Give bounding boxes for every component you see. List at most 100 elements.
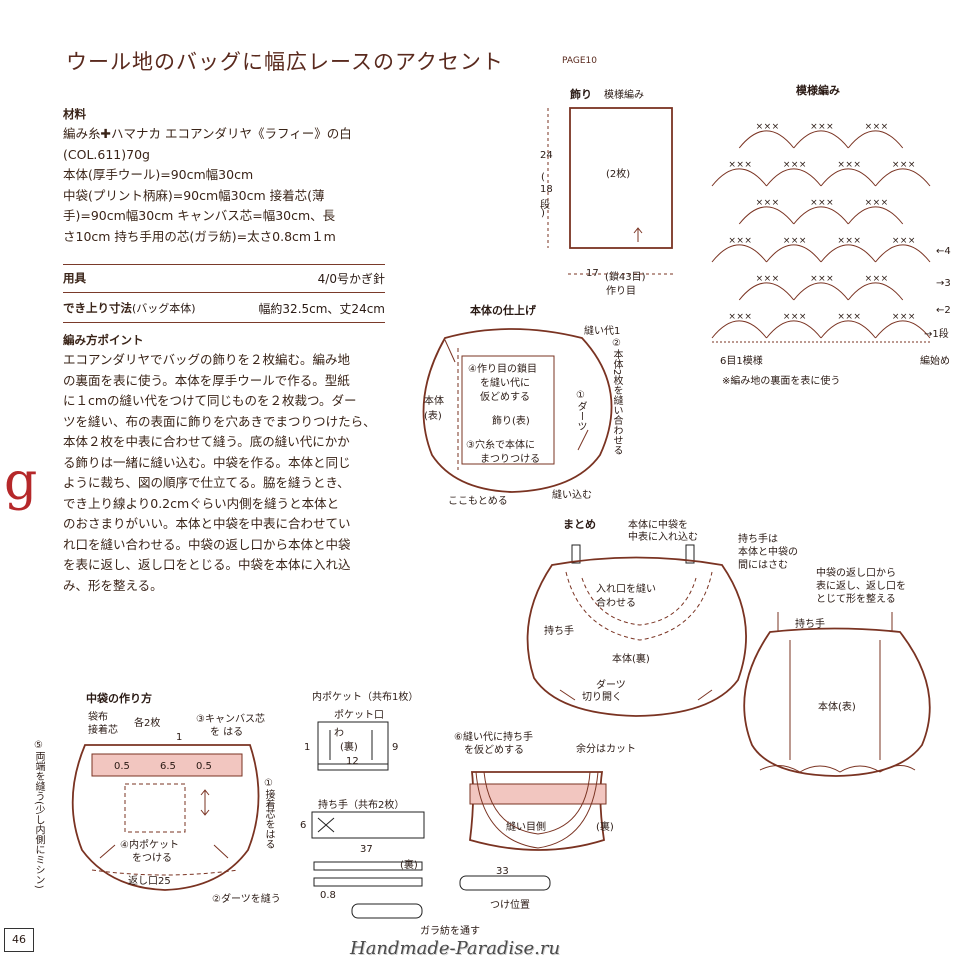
single-crochet-mark: × — [908, 160, 916, 170]
decoration-width: 17 — [586, 268, 599, 279]
handle-back: (裏) — [400, 860, 418, 871]
single-crochet-mark: × — [826, 274, 834, 284]
finishing-body: 本体(表) — [424, 396, 444, 422]
single-crochet-mark: × — [772, 274, 780, 284]
chain-arch — [766, 320, 822, 339]
decoration-height: 24 — [540, 150, 553, 161]
single-crochet-mark: × — [783, 160, 791, 170]
decoration-title: 飾り — [570, 88, 592, 101]
pattern-row-2: ←2 — [936, 305, 951, 316]
chain-arch — [738, 130, 795, 149]
single-crochet-mark: × — [881, 198, 889, 208]
single-crochet-mark: × — [772, 198, 780, 208]
materials-list: 編み糸✚ハマナカ エコアンダリヤ《ラフィー》の白 (COL.611)70g 本体… — [63, 124, 391, 247]
attach-d33: 33 — [496, 866, 509, 877]
handle-title: 持ち手（共布2枚） — [318, 800, 405, 811]
pocket-fold: わ — [334, 728, 344, 739]
single-crochet-mark: × — [799, 312, 807, 322]
lining-step5: ⑤両端を縫う(少し内側にミシン) — [33, 740, 44, 889]
matome-handle-note-1: 持ち手は — [738, 534, 778, 545]
matome-turn-2: 表に返し、返し口を — [816, 581, 906, 592]
pocket-mouth: ポケット口 — [334, 710, 384, 721]
chain-arch — [875, 168, 931, 187]
pocket-back: (裏) — [340, 742, 358, 753]
matome-bag-drawing — [526, 544, 747, 717]
page-number: 46 — [4, 928, 34, 952]
single-crochet-mark: × — [892, 236, 900, 246]
points-line: でき上り線より0.2cmぐらい内側を縫うと本体と — [63, 495, 340, 511]
matome-mouth-1: 入れ口を縫い — [596, 584, 656, 595]
divider — [63, 322, 385, 323]
single-crochet-mark: × — [736, 160, 744, 170]
attach-back: (裏) — [596, 822, 614, 833]
matome-lining: 本体(裏) — [612, 654, 650, 665]
finishing-step3-2: まつりつける — [480, 454, 541, 465]
single-crochet-mark: × — [900, 312, 908, 322]
materials-line: 中袋(プリント柄麻)=90cm幅30cm 接着芯(薄 — [63, 187, 325, 203]
points-heading: 編み方ポイント — [63, 333, 144, 347]
matome-title: まとめ — [563, 518, 596, 531]
matome-body-front: 本体(表) — [818, 702, 856, 713]
points-line: ように裁ち、図の順序で仕立てる。脇を縫うとき、 — [63, 475, 350, 490]
single-crochet-mark: × — [873, 274, 881, 284]
section-letter: g — [4, 452, 38, 512]
single-crochet-mark: × — [783, 312, 791, 322]
pocket-d1: 1 — [304, 742, 311, 753]
single-crochet-mark: × — [853, 236, 861, 246]
single-crochet-mark: × — [728, 236, 736, 246]
chain-arch — [793, 130, 849, 149]
finishing-step3-1: ③穴糸で本体に — [466, 440, 535, 451]
pattern-row-1: →1段 — [924, 329, 949, 340]
pocket-title: 内ポケット（共布1枚） — [312, 692, 419, 703]
single-crochet-mark: × — [772, 122, 780, 132]
materials-line: 手)=90cm幅30cm キャンバス芯=幅30cm、長 — [63, 208, 336, 223]
lining-each: 各2枚 — [134, 718, 161, 729]
handle-d6: 6 — [300, 820, 307, 831]
single-crochet-mark: × — [826, 198, 834, 208]
single-crochet-mark: × — [791, 312, 799, 322]
decoration-rows-close: ) — [541, 208, 545, 219]
finishing-step4-3: 仮どめする — [480, 392, 530, 403]
handle-drawing — [311, 811, 425, 919]
matome-insert-1: 本体に中袋を — [628, 520, 688, 531]
lining-fabric-2: 接着芯 — [88, 725, 118, 736]
single-crochet-mark: × — [908, 236, 916, 246]
finishing-step4-1: ④作り目の鎖目 — [468, 364, 537, 375]
points-line: エコアンダリヤでバッグの飾りを２枚編む。編み地 — [63, 352, 351, 367]
single-crochet-mark: × — [845, 312, 853, 322]
materials-line: さ10cm 持ち手用の芯(ガラ紡)=太さ0.8cm１m — [63, 228, 336, 244]
lining-title: 中袋の作り方 — [86, 692, 152, 705]
single-crochet-mark: × — [881, 122, 889, 132]
lining-m05a: 0.5 — [114, 761, 130, 772]
single-crochet-mark: × — [783, 236, 791, 246]
single-crochet-mark: × — [845, 160, 853, 170]
matome-insert-2: 中表に入れ込む — [628, 532, 698, 543]
chain-arch — [711, 244, 767, 263]
finishing-step4-2: を縫い代に — [480, 378, 530, 389]
chain-arch — [847, 206, 904, 225]
single-crochet-mark: × — [756, 122, 764, 132]
single-crochet-mark: × — [892, 160, 900, 170]
single-crochet-mark: × — [865, 274, 873, 284]
single-crochet-mark: × — [826, 122, 834, 132]
single-crochet-mark: × — [837, 160, 845, 170]
single-crochet-mark: × — [892, 312, 900, 322]
single-crochet-mark: × — [791, 160, 799, 170]
decoration-count: (2枚) — [606, 169, 631, 180]
single-crochet-mark: × — [837, 312, 845, 322]
pattern-title: 模様編み — [796, 84, 840, 97]
matome-turn-1: 中袋の返し口から — [816, 568, 896, 579]
decoration-rows-num: 18 — [540, 184, 553, 195]
single-crochet-mark: × — [900, 236, 908, 246]
single-crochet-mark: × — [845, 236, 853, 246]
finished-bag-drawing — [743, 612, 931, 777]
chain-arch — [711, 320, 767, 339]
materials-heading: 材料 — [63, 107, 86, 121]
single-crochet-mark: × — [764, 198, 772, 208]
chain-arch — [738, 206, 795, 225]
points-line: のおさまりがいい。本体と中袋を中表に合わせてい — [63, 516, 351, 531]
finishing-deco: 飾り(表) — [492, 416, 530, 427]
single-crochet-mark: × — [873, 122, 881, 132]
single-crochet-mark: × — [764, 122, 772, 132]
chain-arch — [820, 168, 876, 187]
